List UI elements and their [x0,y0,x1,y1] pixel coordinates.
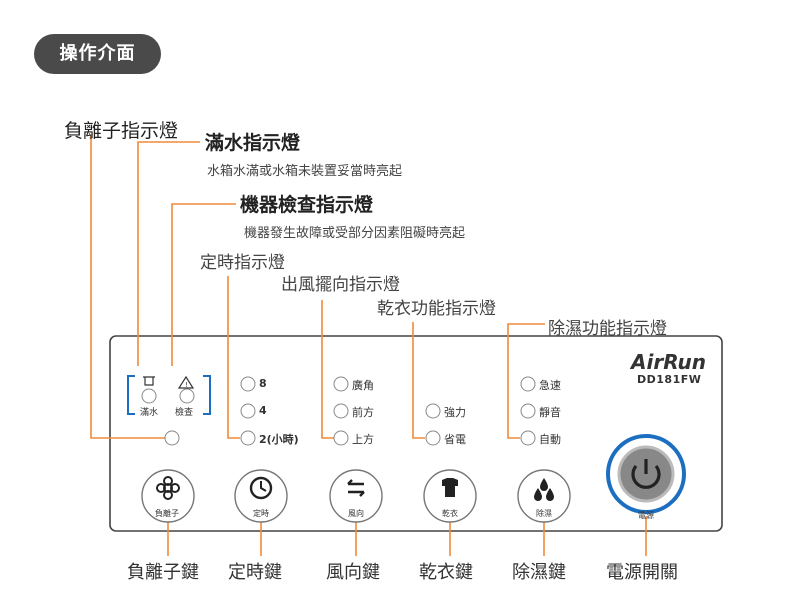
dry-option-eco: 省電 [444,433,466,446]
ion-button-ring [141,469,195,523]
dry-button[interactable]: 乾衣 [442,509,458,518]
swing-wide-light [333,376,349,392]
clock-icon [249,476,273,500]
status-bracket-right [203,375,211,415]
full-status-label: 滿水 [140,408,159,418]
swing-button-ring [329,469,383,523]
ion-button[interactable]: 負離子 [155,509,179,518]
swing-up-light [333,430,349,446]
dry-indicator-label: 乾衣功能指示燈 [377,299,496,319]
timer-button[interactable]: 定時 [253,509,269,518]
water-full-leader [137,141,200,366]
status-bracket-left [127,375,135,415]
shirt-icon [442,478,458,497]
timer-leader [227,276,240,439]
flower-icon [156,476,180,500]
swing-button[interactable]: 風向 [348,509,364,518]
dehumid-quiet-light [520,403,536,419]
dry-key-label: 乾衣鍵 [419,562,473,583]
timer-key-label: 定時鍵 [228,562,282,583]
swing-leader [321,300,334,439]
water-tank-icon [143,376,155,386]
timer-option-2: 2(小時) [259,433,299,446]
swing-indicator-label: 出風擺向指示燈 [281,275,400,295]
power-icon [631,464,661,489]
power-button[interactable]: 電源 [638,511,654,520]
check-status-label: 檢查 [175,408,194,418]
model-number: DD181FW [637,373,702,386]
timer-indicator-label: 定時指示燈 [200,253,285,273]
ion-indicator-label: 負離子指示燈 [64,120,179,142]
dehumid-option-auto: 自動 [539,433,561,446]
svg-text:!: ! [185,381,188,389]
dry-leader [412,322,425,439]
power-switch-label: 電源開關 [606,562,678,583]
swing-option-front: 前方 [352,406,374,419]
check-leader [171,203,236,366]
section-title-badge: 操作介面 [34,34,161,74]
timer-8-light [240,376,256,392]
control-panel-outline [109,335,723,532]
timer-2-light [240,430,256,446]
timer-4-light [240,403,256,419]
water-full-desc: 水箱水滿或水箱未裝置妥當時亮起 [207,164,403,179]
timer-option-4: 4 [259,404,267,417]
water-drops-icon [534,478,554,501]
dehumid-key-label: 除濕鍵 [512,562,566,583]
dehumid-button[interactable]: 除濕 [536,509,552,518]
dry-eco-light [425,430,441,446]
swing-front-light [333,403,349,419]
full-light [141,388,157,404]
ion-leader [90,134,170,439]
dry-option-strong: 強力 [444,406,466,419]
dehumid-button-ring [517,469,571,523]
power-ring [606,434,686,514]
check-desc: 機器發生故障或受部分因素阻礙時亮起 [244,226,466,241]
swing-option-wide: 廣角 [352,379,374,392]
ion-key-label: 負離子鍵 [127,562,199,583]
swing-option-up: 上方 [352,433,374,446]
check-light [179,388,195,404]
swing-arrows-icon [347,479,365,497]
timer-option-8: 8 [259,377,267,390]
dehumid-indicator-label: 除濕功能指示燈 [548,319,667,339]
dry-strong-light [425,403,441,419]
dehumid-option-quiet: 靜音 [539,406,561,419]
check-indicator-label: 機器檢查指示燈 [240,194,374,216]
brand-logo: AirRun [631,350,706,374]
water-full-indicator-label: 滿水指示燈 [205,132,301,154]
dehumid-fast-light [520,376,536,392]
dehumid-option-fast: 急速 [539,379,561,392]
dehumid-auto-light [520,430,536,446]
ion-light [164,430,180,446]
warning-icon [177,375,195,389]
dehumid-leader [507,323,545,439]
swing-key-label: 風向鍵 [326,562,380,583]
